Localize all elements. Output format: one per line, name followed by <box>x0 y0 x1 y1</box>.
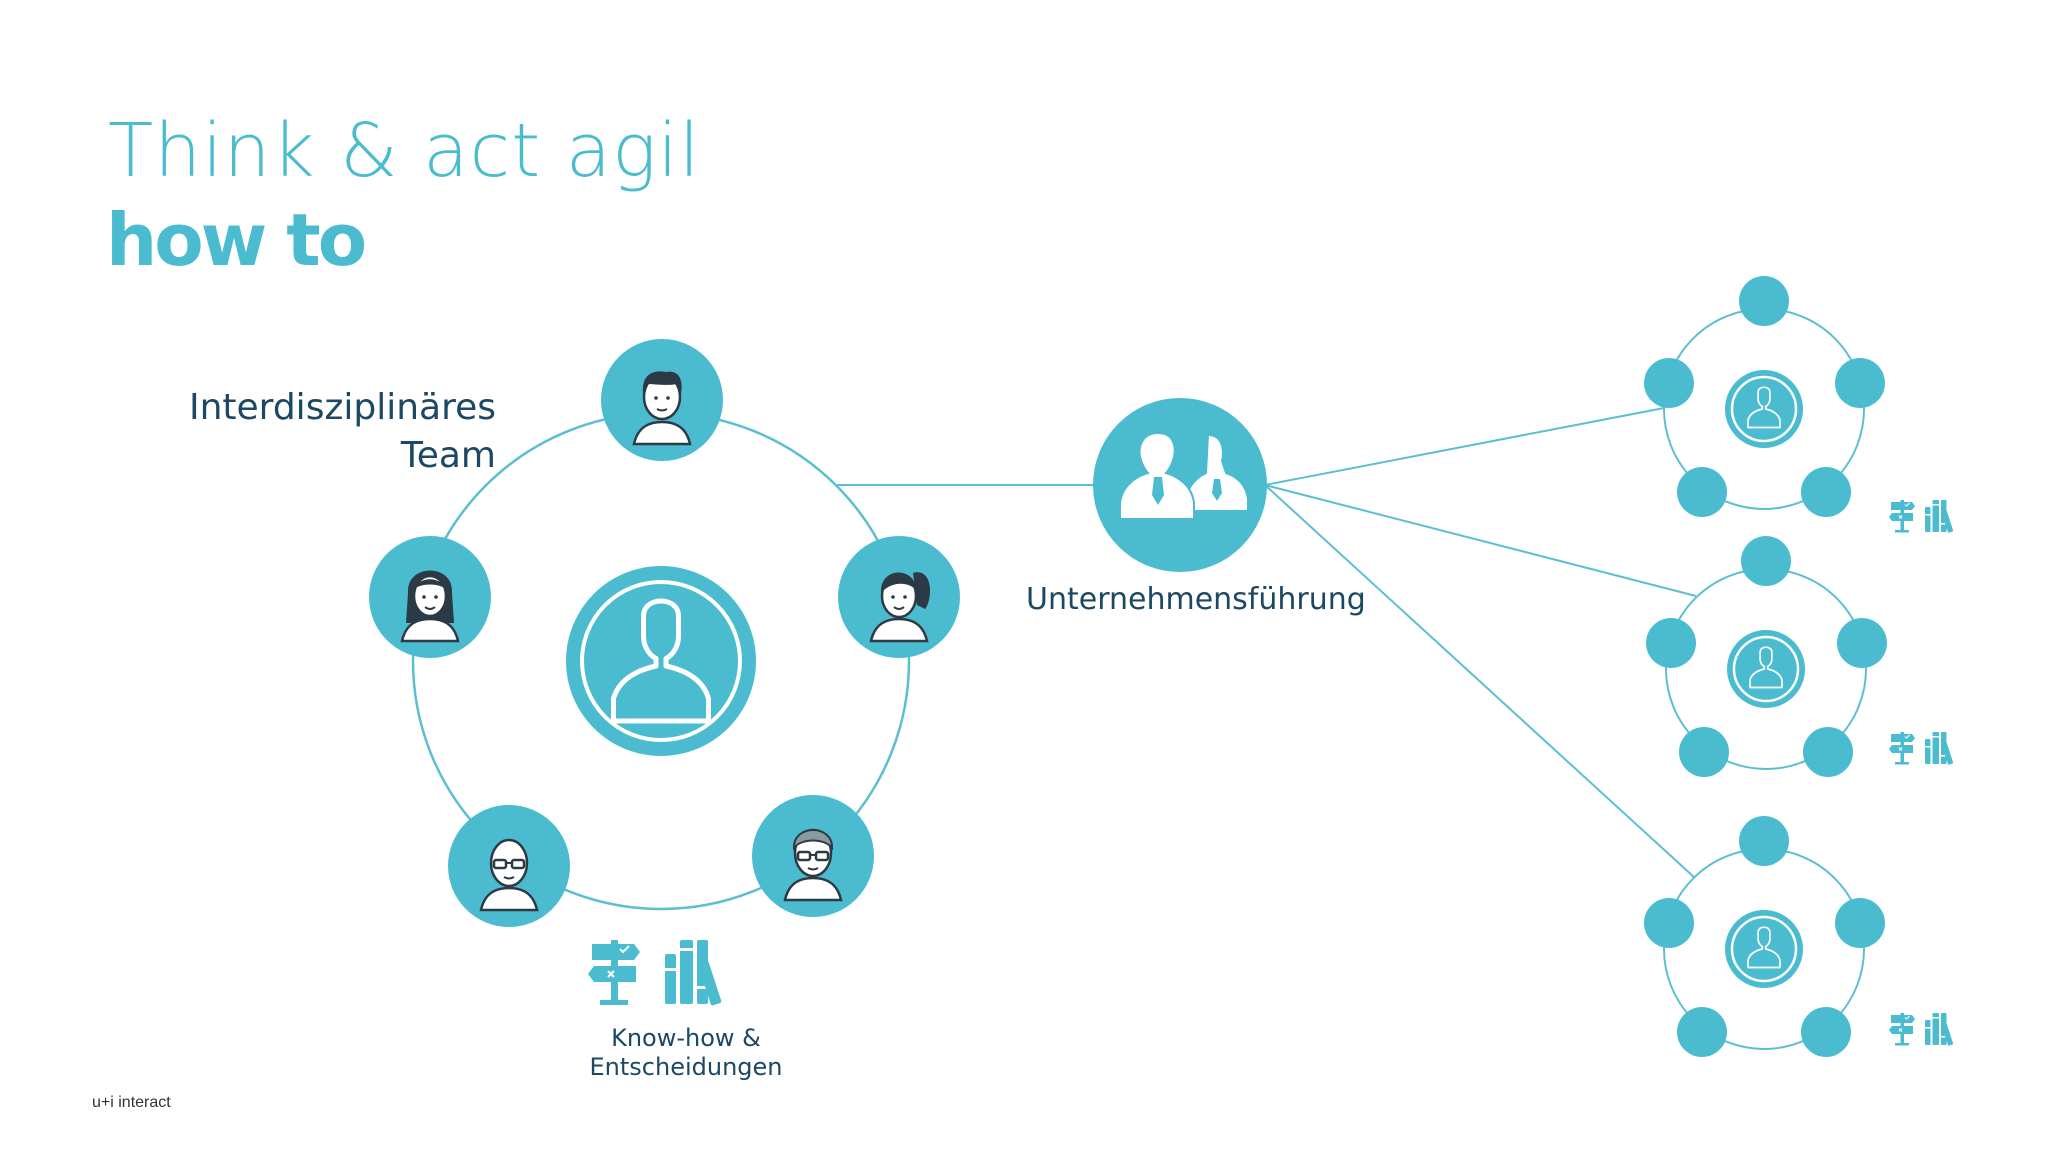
team-label-line1: Interdisziplinäres <box>188 387 496 428</box>
knowhow-label-line1: Know-how & <box>611 1024 761 1052</box>
management-label: Unternehmensführung <box>1026 582 1366 617</box>
knowhow-label-line2: Entscheidungen <box>589 1053 783 1081</box>
knowhow-icon-small <box>1889 732 1953 765</box>
signpost-icon <box>587 939 641 1006</box>
knowhow-icon-small <box>1889 500 1953 533</box>
team-label-line2: Team <box>400 435 496 476</box>
management-node <box>1093 398 1267 572</box>
slide-title: Think & act agil <box>108 108 701 194</box>
team-center-person <box>566 566 756 756</box>
avatar-young-man <box>601 339 723 461</box>
management-people-icon <box>1119 431 1249 520</box>
avatar-woman-long-hair <box>369 536 491 658</box>
knowhow-label: Know-how & Entscheidungen <box>586 1024 786 1082</box>
slide-subtitle: how to <box>106 198 367 282</box>
avatar-woman-ponytail <box>838 536 960 658</box>
connector-lines <box>836 407 1697 879</box>
sub-team-3 <box>1644 816 1885 1057</box>
team-label: Interdisziplinäres Team <box>189 384 496 480</box>
avatar-bald-man-glasses <box>448 805 570 927</box>
sub-team-1 <box>1644 276 1885 517</box>
avatar-older-man-glasses <box>752 795 874 917</box>
brand-footer: u+i interact <box>92 1094 171 1111</box>
knowhow-icon-small <box>1889 1013 1953 1046</box>
sub-team-2 <box>1646 536 1887 777</box>
books-icon <box>665 940 722 1006</box>
